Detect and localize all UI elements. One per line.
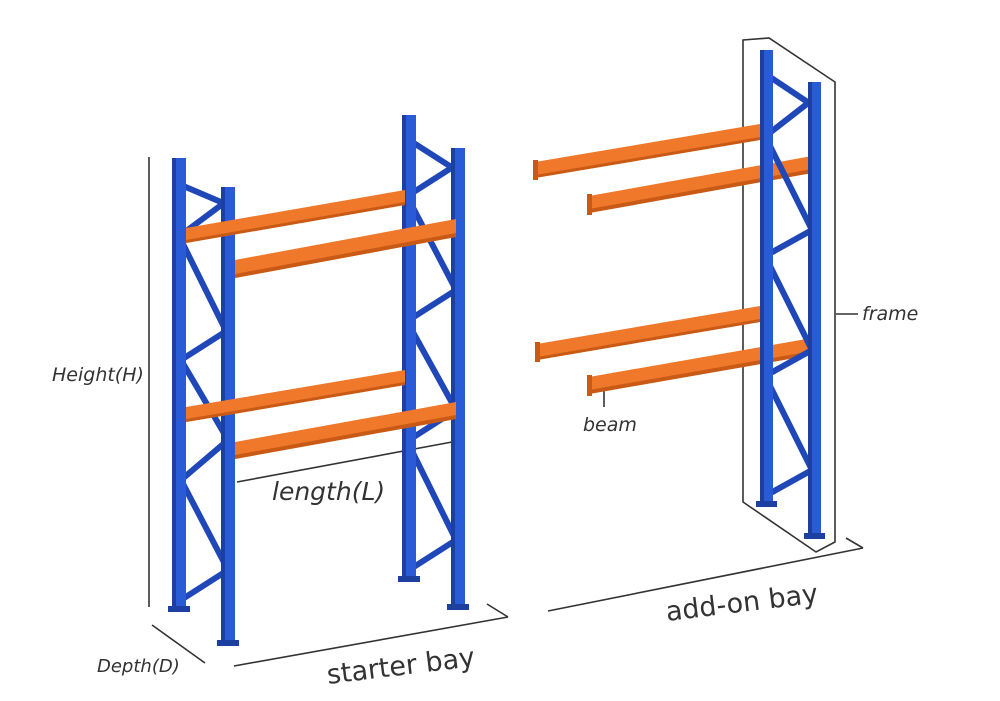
add-on-upper-beams — [533, 124, 812, 215]
beam — [235, 219, 456, 278]
add-on-bay — [533, 50, 825, 539]
beam — [537, 306, 760, 360]
frame-label: frame — [862, 303, 918, 325]
frame-outline-box — [742, 37, 836, 553]
add-on-bay-label: add-on bay — [664, 579, 820, 628]
beam — [589, 338, 812, 394]
beam — [186, 370, 405, 422]
length-label: length(L) — [272, 477, 385, 506]
beam — [186, 190, 405, 243]
guide-lines — [148, 37, 864, 667]
height-label: Height(H) — [52, 364, 144, 386]
beam — [535, 124, 760, 178]
beam-label: beam — [583, 414, 637, 436]
add-on-lower-beams — [535, 306, 812, 396]
starter-bay — [168, 115, 469, 646]
depth-label: Depth(D) — [97, 656, 180, 677]
add-on-bay-base-tick — [845, 537, 864, 549]
depth-dimension-line — [151, 624, 206, 664]
add-on-bay-base-line — [547, 547, 864, 612]
add-on-frame — [756, 50, 825, 539]
beam — [589, 156, 812, 213]
starter-right-frame — [398, 115, 469, 610]
starter-bay-base-tick — [486, 603, 509, 618]
starter-upper-beams — [186, 190, 456, 278]
starter-lower-beams — [186, 370, 456, 459]
starter-bay-label: starter bay — [325, 642, 477, 691]
starter-bay-base-line — [233, 616, 509, 667]
length-dimension-line — [236, 441, 453, 483]
beam — [235, 402, 456, 459]
